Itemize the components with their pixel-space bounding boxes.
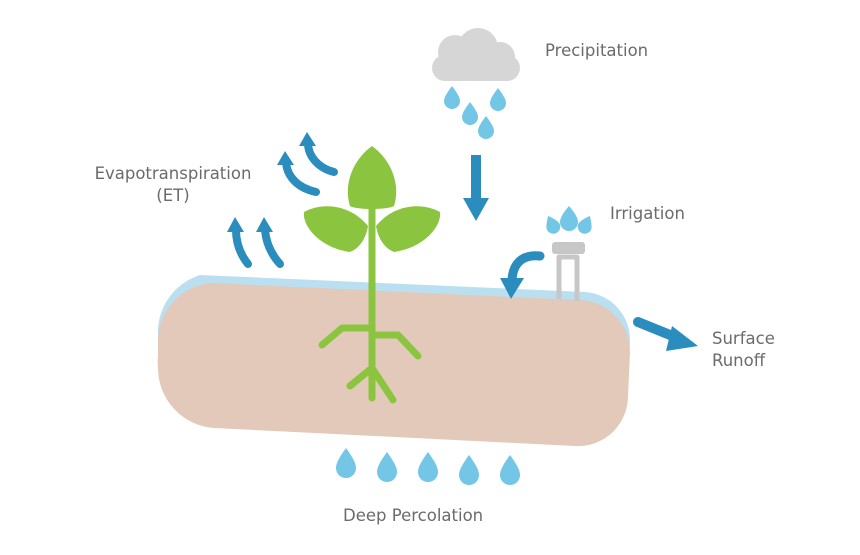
leaf-icon (376, 206, 441, 252)
precipitation-text: Precipitation (545, 41, 649, 60)
runoff-arrow-icon (633, 317, 698, 351)
sprinkler-icon (546, 206, 592, 301)
precipitation-label: Precipitation (545, 40, 648, 62)
cloud-icon (432, 28, 520, 81)
et-arrow-icon (256, 217, 284, 268)
raindrop-icon (418, 452, 438, 482)
precipitation-arrow-icon (463, 155, 489, 221)
raindrop-icon (560, 206, 578, 231)
evapotranspiration-text: Evapotranspiration (94, 164, 252, 183)
rain-drops (444, 86, 506, 139)
percolation-drops (336, 448, 520, 485)
surface-text: Surface (712, 329, 775, 348)
raindrop-icon (577, 215, 592, 234)
root-right (368, 331, 422, 360)
deep-percolation-label: Deep Percolation (343, 505, 483, 527)
plant (303, 146, 441, 404)
sprinkler-pipe (556, 254, 580, 301)
et-arrow-icon (299, 132, 338, 176)
raindrop-icon (444, 86, 460, 109)
surface-runoff-label: Surface Runoff (712, 328, 775, 372)
root-left (318, 324, 376, 349)
root-lower (346, 364, 397, 404)
raindrop-icon (490, 88, 506, 111)
et-arrow-icon (277, 151, 320, 196)
et-arrow-icon (227, 217, 252, 268)
sprinkler-head (552, 242, 585, 254)
raindrop-icon (459, 455, 479, 485)
raindrop-icon (377, 452, 397, 482)
leaf-icon (303, 206, 368, 252)
raindrop-icon (546, 215, 561, 234)
irrigation-text: Irrigation (610, 204, 685, 223)
soil-layer (157, 275, 631, 447)
runoff-text: Runoff (712, 351, 766, 370)
leaf-icon (347, 146, 397, 209)
soil-body (157, 283, 631, 447)
raindrop-icon (478, 116, 494, 139)
plant-roots (318, 324, 422, 404)
irrigation-spray (546, 206, 592, 234)
raindrop-icon (462, 102, 478, 125)
cloud-base (432, 55, 520, 81)
deep-percolation-text: Deep Percolation (343, 506, 484, 525)
et-abbreviation-text: (ET) (156, 186, 190, 205)
irrigation-label: Irrigation (610, 203, 685, 225)
arrows (227, 132, 698, 351)
evapotranspiration-label: Evapotranspiration (ET) (80, 163, 266, 207)
irrigation-arrow-icon (500, 251, 545, 299)
raindrop-icon (500, 455, 520, 485)
raindrop-icon (336, 448, 356, 478)
